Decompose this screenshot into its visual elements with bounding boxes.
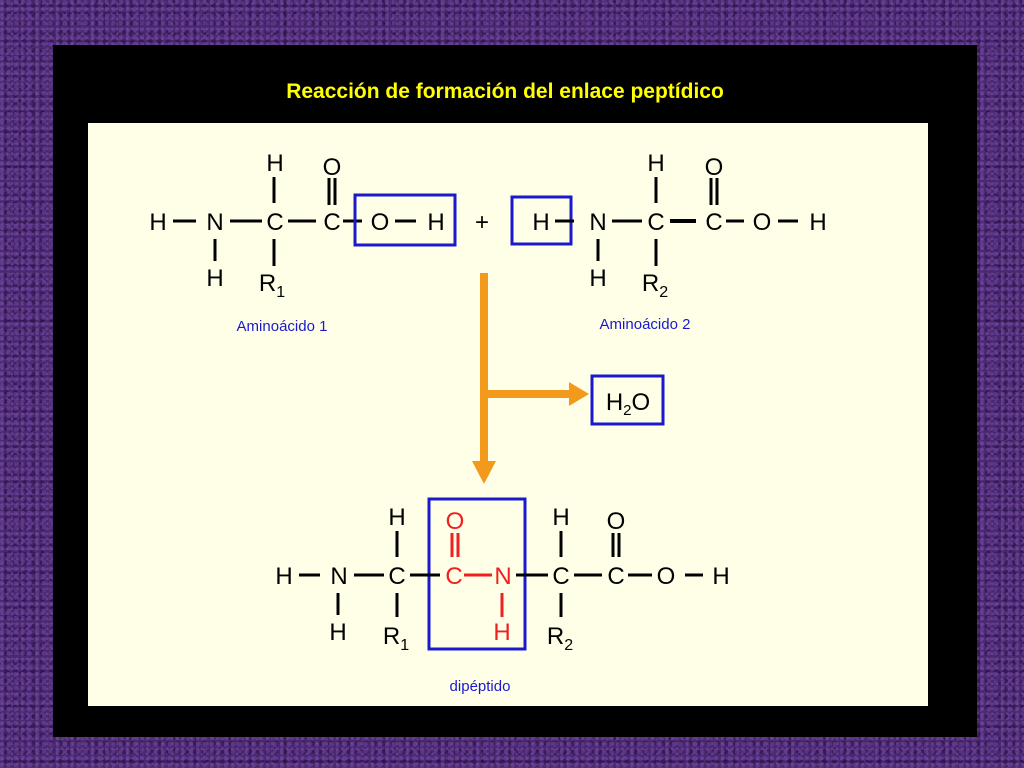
dp-atom-c1: C [388,563,405,590]
aa2-atom-h-hydroxyl: H [809,209,826,236]
amino-acid-2-structure: H N C C O H O H H R2 Aminoácido 2 [532,150,826,333]
reaction-diagram: H N C C O H O H H R1 Aminoácido 1 + [149,150,826,695]
dp-atom-o-peptide: O [446,508,465,535]
aa2-atom-h-bottom: H [589,265,606,292]
dp-atom-h-top2: H [552,504,569,531]
aa2-atom-r: R2 [642,270,668,301]
dp-atom-r2: R2 [547,623,573,654]
dipeptide-structure: H N C C C O H H H O H R1 R2 C N O H dipé… [275,497,730,695]
water-product-box: H2O [590,374,665,426]
aa1-atom-o-hydroxyl: O [371,209,390,236]
dp-atom-o-hydroxyl: O [657,563,676,590]
aa1-atom-h-top: H [266,150,283,177]
aa2-atom-h-left: H [532,209,549,236]
water-formula: H2O [606,389,650,419]
dipeptide-label: dipéptido [450,678,511,695]
aa1-atom-n: N [206,209,223,236]
aa1-atom-o-carbonyl: O [323,154,342,181]
aa1-atom-h-left: H [149,209,166,236]
dp-atom-c2: C [552,563,569,590]
dp-atom-c3: C [607,563,624,590]
hydroxyl-highlight-box [353,193,457,247]
dp-atom-n-peptide: N [494,563,511,590]
dp-atom-n1: N [330,563,347,590]
dp-atom-r1: R1 [383,623,409,654]
aa2-atom-o-carbonyl: O [705,154,724,181]
aa2-atom-h-top: H [647,150,664,177]
aa1-atom-h-hydroxyl: H [427,209,444,236]
amino-acid-2-label: Aminoácido 2 [600,316,691,333]
aa2-atom-c-alpha: C [647,209,664,236]
aa1-atom-c-carbonyl: C [323,209,340,236]
aa2-atom-c-carbonyl: C [705,209,722,236]
aa1-atom-h-bottom: H [206,265,223,292]
aa2-atom-n: N [589,209,606,236]
dp-atom-h-top1: H [388,504,405,531]
plus-sign: + [475,209,489,236]
dp-atom-h-peptide: H [493,619,510,646]
dp-atom-h-hydroxyl: H [712,563,729,590]
aa1-atom-r: R1 [259,270,285,301]
dp-atom-h-left: H [275,563,292,590]
aa2-atom-o-hydroxyl: O [753,209,772,236]
slide-title: Reacción de formación del enlace peptídi… [286,80,724,103]
dp-atom-h-bottom1: H [329,619,346,646]
dp-atom-c-peptide: C [445,563,462,590]
dp-atom-o-carbonyl: O [607,508,626,535]
reaction-panel: H N C C O H O H H R1 Aminoácido 1 + [88,123,928,706]
amino-acid-1-structure: H N C C O H O H H R1 Aminoácido 1 [149,150,444,335]
amino-acid-1-label: Aminoácido 1 [237,318,328,335]
reaction-arrow [472,273,589,484]
aa1-atom-c-alpha: C [266,209,283,236]
